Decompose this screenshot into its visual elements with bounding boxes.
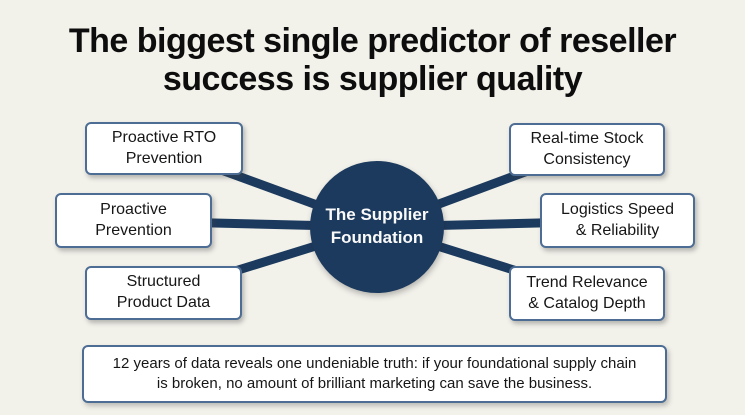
node-real-time-stock-consistency: Real-time Stock Consistency — [509, 123, 665, 176]
node-structured-product-data: Structured Product Data — [85, 266, 242, 320]
conclusion-box: 12 years of data reveals one undeniable … — [82, 345, 667, 403]
node-label: Proactive RTO Prevention — [111, 128, 217, 167]
node-trend-relevance-catalog-depth: Trend Relevance & Catalog Depth — [509, 266, 665, 321]
node-label: Proactive Prevention — [95, 200, 172, 239]
page-title: The biggest single predictor of reseller… — [68, 22, 677, 99]
node-logistics-speed-reliability: Logistics Speed & Reliability — [540, 193, 695, 248]
conclusion-text: 12 years of data reveals one undeniable … — [112, 354, 637, 392]
node-proactive-rto-prevention: Proactive RTO Prevention — [85, 122, 243, 175]
node-label: Trend Relevance & Catalog Depth — [526, 273, 648, 312]
node-label: Logistics Speed & Reliability — [561, 200, 674, 239]
hub-supplier-foundation: The Supplier Foundation — [310, 161, 444, 293]
hub-label: The Supplier Foundation — [325, 205, 429, 247]
node-label: Real-time Stock Consistency — [530, 129, 644, 168]
node-label: Structured Product Data — [116, 273, 211, 311]
node-proactive-prevention: Proactive Prevention — [55, 193, 212, 248]
